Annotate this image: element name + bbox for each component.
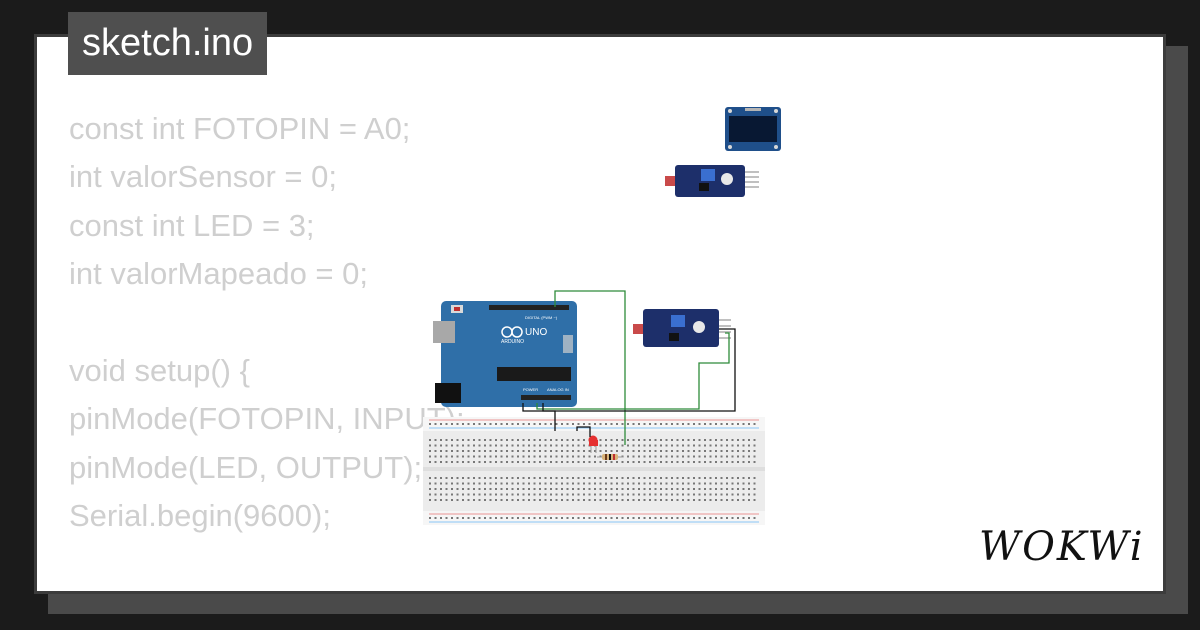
file-tab[interactable]: sketch.ino <box>68 12 268 75</box>
light-sensor-module-2[interactable] <box>633 309 731 347</box>
code-line: void setup() { <box>69 352 250 388</box>
wokwi-logo: WOKWi <box>979 524 1147 573</box>
board-model-text: UNO <box>525 327 547 338</box>
wokwi-logo-text: WOKWi <box>979 524 1145 568</box>
code-preview: const int FOTOPIN = A0; int valorSensor =… <box>69 105 465 591</box>
board-analog-label: ANALOG IN <box>547 387 569 392</box>
code-line: const int FOTOPIN = A0; <box>69 111 411 146</box>
wire-black-1[interactable] <box>542 328 736 412</box>
code-line: Serial.begin(9600); <box>69 498 331 534</box>
breadboard-holes <box>429 423 756 519</box>
code-line: pinMode(FOTOPIN, INPUT); <box>69 401 465 437</box>
board-digital-label: DIGITAL (PWM ~) <box>525 315 558 320</box>
circuit-diagram: UNO ARDUINO DIGITAL (PWM ~) ANALOG IN PO… <box>423 107 781 525</box>
wire-black-3[interactable] <box>576 426 591 437</box>
wire-green-2[interactable] <box>536 332 730 410</box>
board-brand-text: ARDUINO <box>501 339 524 345</box>
oled-display[interactable] <box>725 107 781 151</box>
light-sensor-module-1[interactable] <box>665 165 759 197</box>
red-led[interactable] <box>588 435 599 454</box>
wire-green-1[interactable] <box>554 290 626 445</box>
code-line: const int LED = 3; <box>69 207 315 243</box>
code-line: int valorMapeado = 0; <box>69 256 368 292</box>
board-power-label: POWER <box>523 387 538 392</box>
code-line: int valorSensor = 0; <box>69 159 337 195</box>
arduino-uno-board[interactable]: UNO ARDUINO DIGITAL (PWM ~) ANALOG IN PO… <box>433 301 577 407</box>
wire-black-2[interactable] <box>522 403 556 431</box>
project-preview-card: const int FOTOPIN = A0; int valorSensor =… <box>34 34 1166 594</box>
wires <box>522 290 736 445</box>
breadboard[interactable] <box>423 417 765 525</box>
code-line: pinMode(LED, OUTPUT); <box>69 449 423 485</box>
resistor[interactable] <box>597 454 623 460</box>
